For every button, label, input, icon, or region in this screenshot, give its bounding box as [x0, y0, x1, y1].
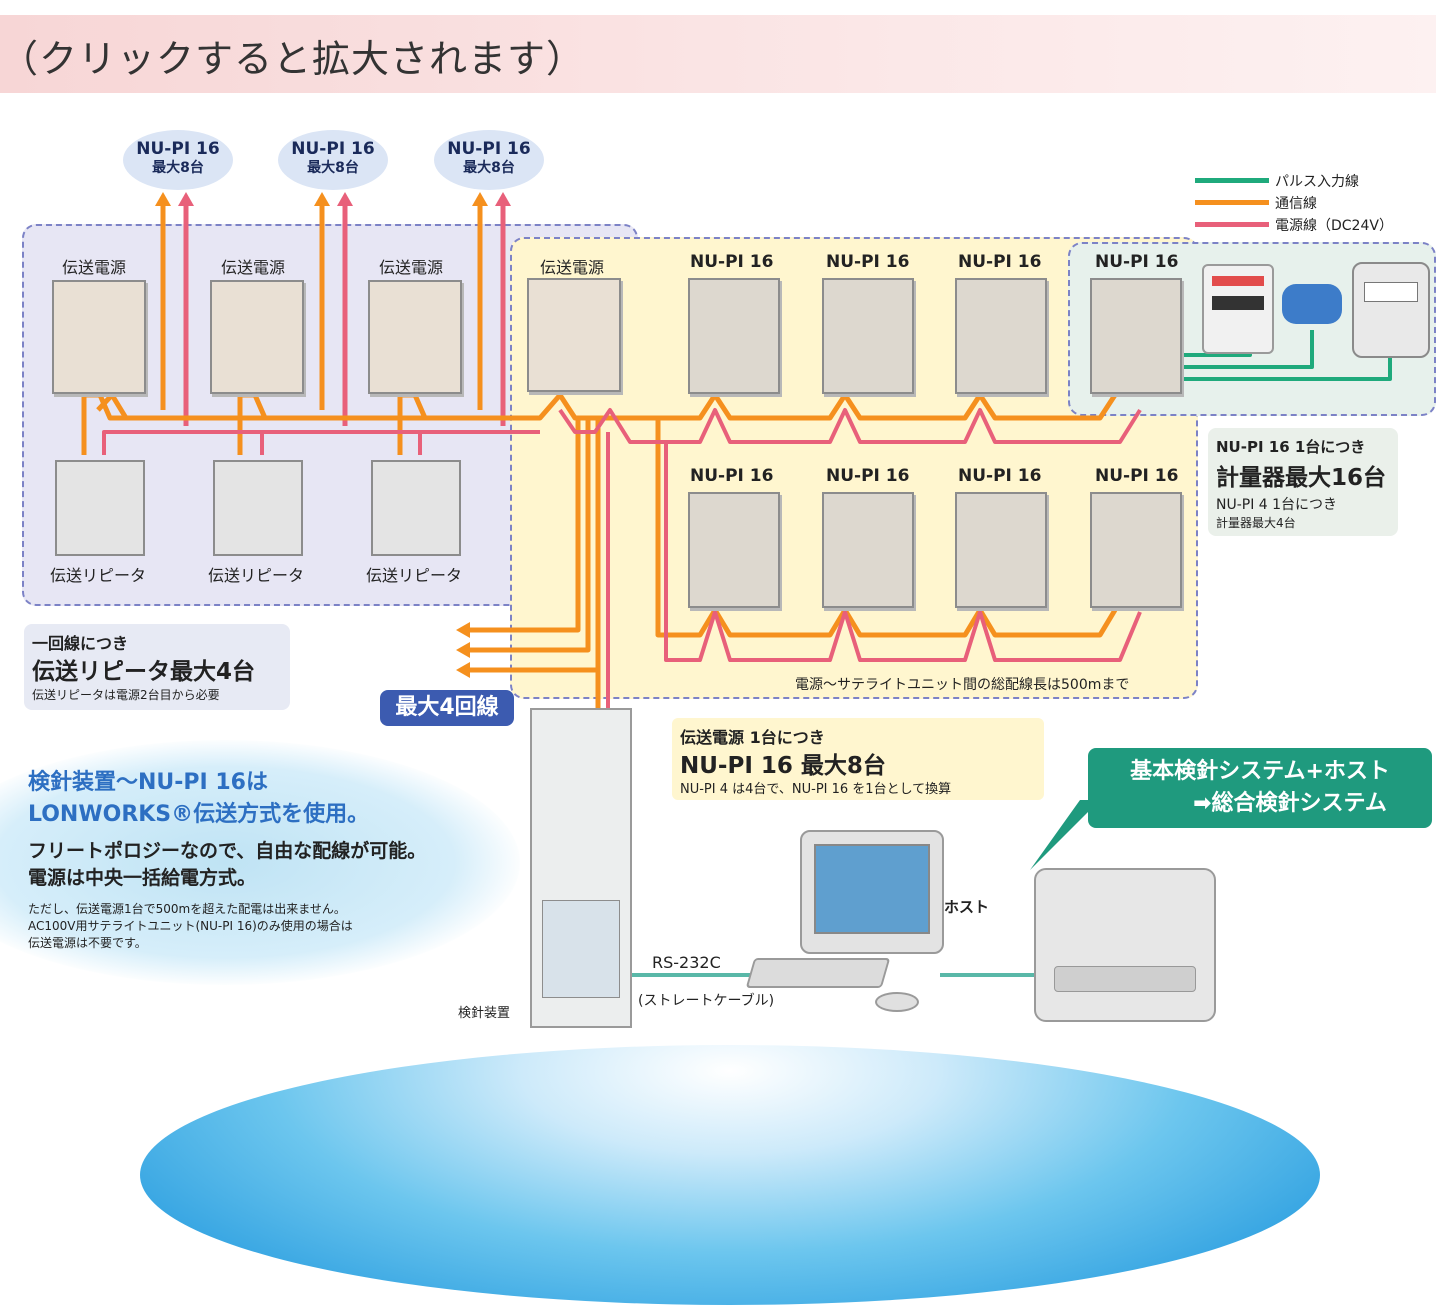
- note-meter-capacity: NU-PI 16 1台につき 計量器最大16台 NU-PI 4 1台につき 計量…: [1208, 428, 1398, 536]
- repeater-label-1: 伝送リピータ: [50, 566, 147, 585]
- bubble-model: NU-PI 16: [136, 139, 220, 159]
- system-tag-line1: 基本検針システム+ホスト: [1130, 759, 1390, 784]
- keyboard-icon: [745, 958, 891, 988]
- satellite-box-3: [955, 278, 1047, 394]
- bubble-max: 最大8台: [307, 160, 359, 176]
- max-lines-tag: 最大4回線: [380, 690, 514, 726]
- legend-line-comm: [1195, 200, 1269, 205]
- top-bubble-3: NU-PI 16 最大8台: [434, 130, 544, 190]
- satellite-label-8: NU-PI 16: [1095, 466, 1179, 486]
- electric-meter-icon: [1202, 264, 1274, 354]
- arrow-heads-comm: [155, 192, 488, 206]
- satellite-label-7: NU-PI 16: [958, 466, 1042, 486]
- satellite-label-3: NU-PI 16: [958, 252, 1042, 272]
- lonworks-line5: ただし、伝送電源1台で500mを超えた配電は出来ません。: [28, 902, 346, 916]
- info-glow: [0, 740, 520, 985]
- psu-box-3: [368, 280, 462, 394]
- satellite-label-1: NU-PI 16: [690, 252, 774, 272]
- comm-lines-up: [160, 200, 483, 410]
- psu-box-2: [210, 280, 304, 394]
- monitor-icon: [800, 830, 944, 954]
- psu-label-3: 伝送電源: [379, 258, 444, 277]
- legend: パルス入力線 通信線 電源線（DC24V）: [1195, 170, 1425, 234]
- power-bus: [102, 408, 1142, 710]
- note-repeater-line2: 伝送リピータ最大4台: [32, 659, 256, 685]
- legend-label-pulse: パルス入力線: [1275, 174, 1359, 190]
- satellite-box-2: [822, 278, 914, 394]
- repeater-label-2: 伝送リピータ: [208, 566, 305, 585]
- bubble-model: NU-PI 16: [447, 139, 531, 159]
- legend-label-power: 電源線（DC24V）: [1275, 218, 1393, 234]
- repeater-box-3: [371, 460, 461, 556]
- psu-label-4: 伝送電源: [540, 258, 605, 277]
- header-banner: [0, 15, 1436, 93]
- psu-label-1: 伝送電源: [62, 258, 127, 277]
- lonworks-line4: 電源は中央一括給電方式。: [28, 867, 257, 889]
- arrow-heads-power: [178, 192, 511, 206]
- wiring-diagram: [81, 192, 1392, 977]
- satellite-label-2: NU-PI 16: [826, 252, 910, 272]
- satellite-label-5: NU-PI 16: [690, 466, 774, 486]
- bubble-max: 最大8台: [463, 160, 515, 176]
- lonworks-note: 検針装置～NU-PI 16は LONWORKS®伝送方式を使用。 フリートポロジ…: [28, 764, 508, 974]
- rs232c-label: RS-232C: [652, 953, 721, 972]
- legend-label-comm: 通信線: [1275, 196, 1317, 212]
- system-tag: 基本検針システム+ホスト ➡総合検針システム: [1088, 748, 1432, 828]
- page-title[interactable]: （クリックすると拡大されます）: [0, 37, 586, 81]
- wiring-note: 電源～サテライトユニット間の総配線長は500mまで: [795, 677, 1130, 693]
- legend-line-pulse: [1195, 178, 1269, 183]
- psu-box-4: [527, 278, 621, 392]
- note-psu-capacity: 伝送電源 1台につき NU-PI 16 最大8台 NU-PI 4 は4台で、NU…: [672, 718, 1044, 800]
- satellite-box-4: [1090, 278, 1182, 394]
- host-label: ホスト: [944, 898, 990, 916]
- bubble-model: NU-PI 16: [291, 139, 375, 159]
- lonworks-line3: フリートポロジーなので、自由な配線が可能。: [28, 840, 427, 862]
- psu-box-1: [52, 280, 146, 394]
- meter-device: [530, 708, 632, 1028]
- note-repeater-line3: 伝送リピータは電源2台目から必要: [32, 688, 220, 702]
- satellite-label-4: NU-PI 16: [1095, 252, 1179, 272]
- meter-device-label: 検針装置: [458, 1006, 511, 1021]
- note-repeater: 一回線につき 伝送リピータ最大4台 伝送リピータは電源2台目から必要: [24, 624, 290, 710]
- mouse-icon: [875, 992, 919, 1012]
- note-psu-line3: NU-PI 4 は4台で、NU-PI 16 を1台として換算: [680, 782, 952, 797]
- psu-label-2: 伝送電源: [221, 258, 286, 277]
- satellite-box-6: [822, 492, 914, 608]
- bubble-max: 最大8台: [152, 160, 204, 176]
- satellite-box-1: [688, 278, 780, 394]
- cable-label: (ストレートケーブル): [638, 993, 775, 1009]
- satellite-box-8: [1090, 492, 1182, 608]
- lonworks-line6: AC100V用サテライトユニット(NU-PI 16)のみ使用の場合は: [28, 919, 353, 933]
- top-bubble-1: NU-PI 16 最大8台: [123, 130, 233, 190]
- note-meter-line2: 計量器最大16台: [1216, 465, 1387, 491]
- power-lines-up: [183, 200, 506, 426]
- comm-bus: [81, 392, 1118, 710]
- water-meter-icon: [1282, 284, 1342, 324]
- note-meter-line1: NU-PI 16 1台につき: [1216, 438, 1366, 456]
- note-meter-line3: NU-PI 4 1台につき: [1216, 497, 1338, 513]
- top-bubble-2: NU-PI 16 最大8台: [278, 130, 388, 190]
- satellite-box-7: [955, 492, 1047, 608]
- repeater-box-2: [213, 460, 303, 556]
- arrow-heads-left: [456, 622, 470, 678]
- repeater-label-3: 伝送リピータ: [366, 566, 463, 585]
- note-psu-line2: NU-PI 16 最大8台: [680, 753, 886, 779]
- satellite-label-6: NU-PI 16: [826, 466, 910, 486]
- satellite-box-5: [688, 492, 780, 608]
- note-repeater-line1: 一回線につき: [32, 634, 129, 653]
- system-tag-pointer: [1030, 800, 1100, 870]
- legend-line-power: [1195, 222, 1269, 227]
- lonworks-line7: 伝送電源は不要です。: [28, 936, 147, 950]
- note-meter-line4: 計量器最大4台: [1216, 516, 1296, 530]
- printer-icon: [1034, 868, 1216, 1022]
- gas-meter-icon: [1352, 262, 1430, 358]
- repeater-box-1: [55, 460, 145, 556]
- lonworks-line1: 検針装置～NU-PI 16は: [28, 770, 268, 795]
- system-tag-line2: ➡総合検針システム: [1193, 791, 1387, 816]
- note-psu-line1: 伝送電源 1台につき: [680, 728, 825, 747]
- lonworks-line2: LONWORKS®伝送方式を使用。: [28, 802, 370, 827]
